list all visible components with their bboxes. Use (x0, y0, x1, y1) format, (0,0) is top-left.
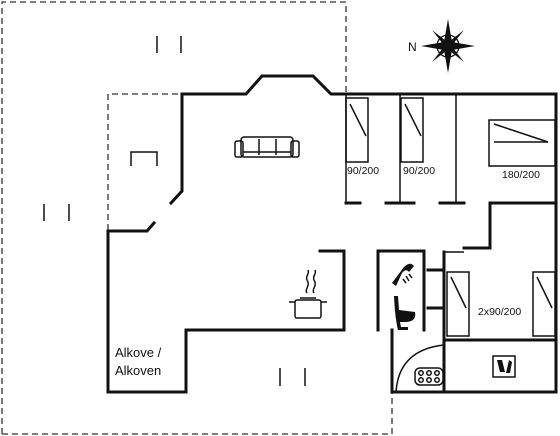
toilet-icon (394, 296, 416, 330)
compass-north-label: N (408, 40, 417, 54)
compass-icon (421, 19, 475, 73)
bed-3-size-label: 180/200 (502, 169, 540, 181)
outdoor-table-icon (130, 151, 158, 166)
stove-icon (414, 367, 444, 386)
interior-walls (318, 94, 558, 394)
bed-1 (345, 97, 369, 163)
sofa-icon (234, 136, 300, 158)
alcove-label-line2: Alkoven (115, 363, 161, 378)
terrace-marks (43, 36, 306, 386)
utility-door-arc (395, 344, 445, 393)
bed-3 (488, 119, 556, 167)
shower-icon (392, 263, 414, 286)
terrace-outline (1, 1, 393, 435)
bed-2-size-label: 90/200 (403, 165, 435, 177)
bed-4b (532, 271, 556, 337)
exterior-walls (106, 74, 558, 394)
bed-4-size-label: 2x90/200 (478, 306, 521, 318)
bed-2 (400, 97, 424, 163)
cooking-pot-icon (289, 269, 327, 319)
bed-4a (446, 271, 470, 337)
alcove-label-line1: Alkove / (115, 345, 162, 360)
washing-machine-icon (492, 355, 516, 378)
bed-1-size-label: 90/200 (347, 165, 379, 177)
